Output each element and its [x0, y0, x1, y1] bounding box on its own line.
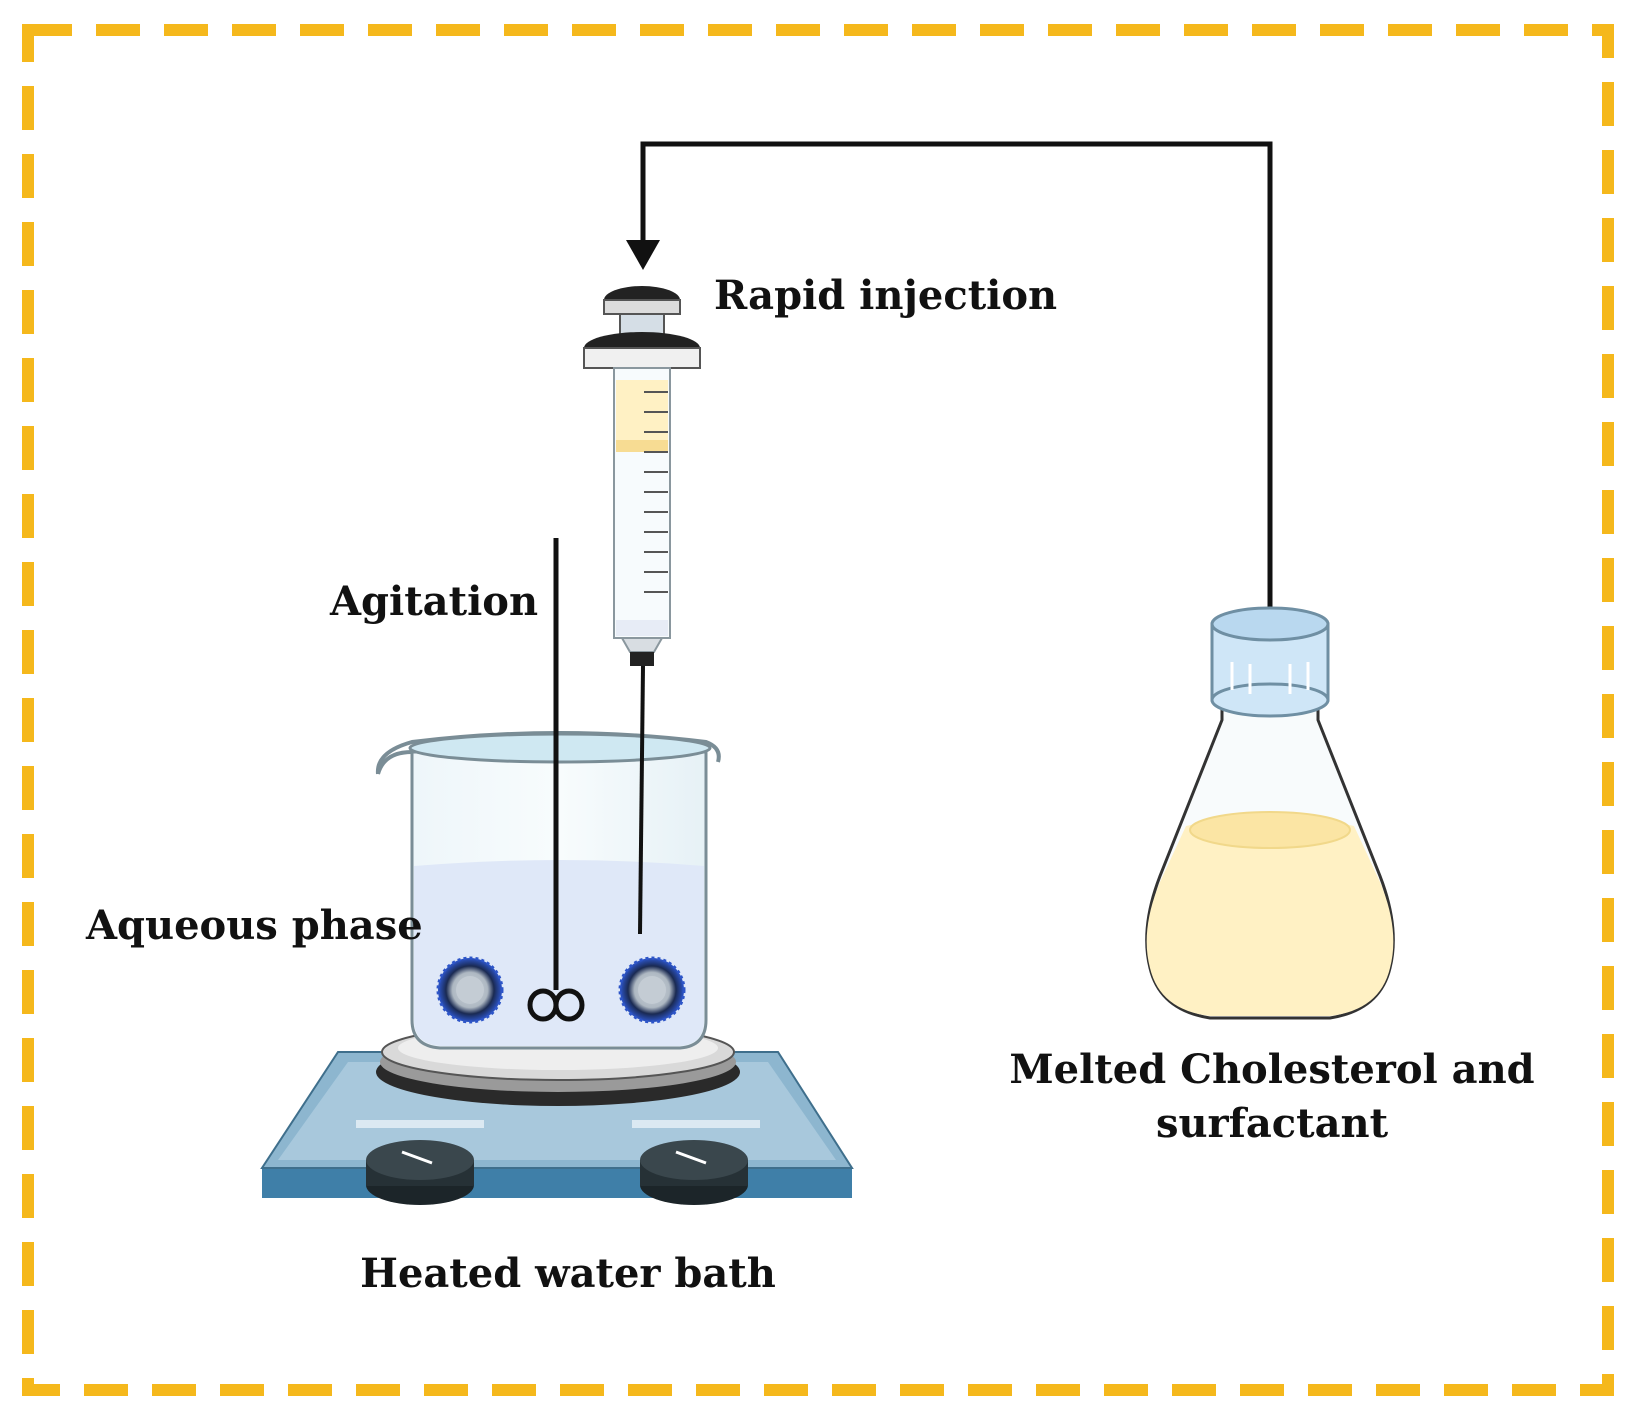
label-heated-water-bath: Heated water bath — [360, 1250, 776, 1297]
vesicle-right-icon — [618, 956, 686, 1024]
arrow-down-icon — [626, 240, 660, 270]
knob-right-icon — [640, 1140, 748, 1205]
stirrer — [527, 538, 585, 1022]
syringe — [583, 286, 701, 935]
label-aqueous-phase: Aqueous phase — [86, 902, 423, 949]
vesicle-left-icon — [436, 956, 504, 1024]
erlenmeyer-flask — [1145, 606, 1395, 1020]
dashed-frame — [22, 24, 1614, 1396]
oil-liquid — [1146, 816, 1394, 1016]
label-agitation: Agitation — [330, 578, 539, 625]
knob-left-icon — [366, 1140, 474, 1205]
hot-plate — [260, 1023, 854, 1205]
label-flask-line2: surfactant — [1155, 1100, 1389, 1147]
label-rapid-injection: Rapid injection — [714, 272, 1058, 319]
label-flask-line1: Melted Cholesterol and — [1009, 1046, 1535, 1093]
connection-line — [640, 141, 1273, 690]
